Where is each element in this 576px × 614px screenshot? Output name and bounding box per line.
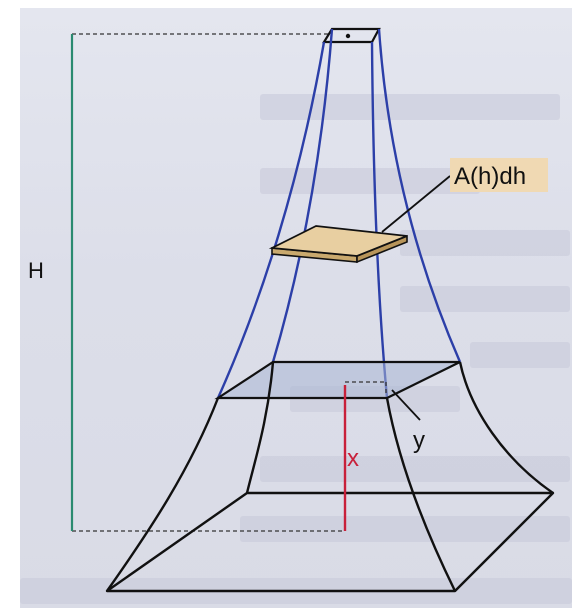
cross-section — [214, 360, 461, 400]
tower-edge-back-right — [377, 28, 462, 363]
lower-edge-front-right — [385, 397, 457, 592]
tower-edge-front-right — [370, 41, 389, 399]
area-label-box — [450, 158, 548, 192]
background-text-line — [260, 456, 570, 482]
y-label: y — [413, 427, 425, 454]
background-text-line — [470, 342, 570, 368]
tower-edge-front-left — [216, 41, 326, 399]
y-leader-line — [391, 389, 421, 421]
lower-edge-back-left — [245, 361, 275, 494]
background-text-line — [400, 286, 570, 312]
area-leader-line — [381, 175, 451, 233]
lower-edge-front-left — [106, 397, 220, 592]
background-text-line — [240, 516, 570, 542]
x-label: x — [347, 445, 359, 472]
slice-top — [268, 225, 408, 257]
tower-edge-back-left — [271, 28, 334, 363]
book-page-background — [20, 8, 572, 608]
tower-base — [105, 491, 555, 593]
tower-top-dot — [345, 33, 351, 39]
area-label: A(h)dh — [454, 163, 526, 190]
height-label: H — [28, 258, 44, 283]
lower-edge-back-right — [458, 361, 554, 494]
background-text-line — [400, 230, 570, 256]
